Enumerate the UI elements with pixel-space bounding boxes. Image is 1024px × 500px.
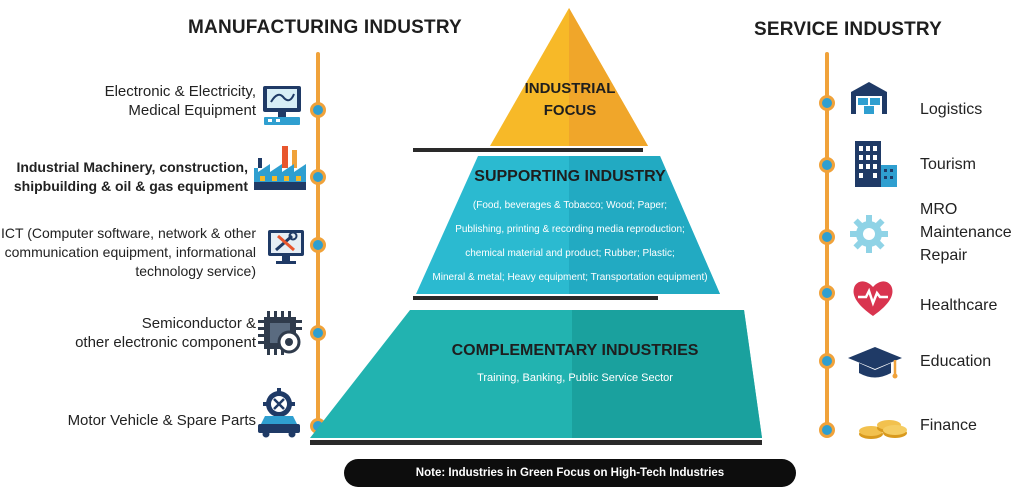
right-item-line: MRO <box>920 201 958 218</box>
complementary-industries-description: Training, Banking, Public Service Sector <box>477 372 673 384</box>
right-timeline-dot <box>819 353 835 369</box>
pyramid-top-tier-shade <box>569 8 648 146</box>
pyramid-top-line: FOCUS <box>543 102 597 119</box>
pyramid-bottom-shadow <box>310 440 762 445</box>
left-item-line: Industrial Machinery, construction, <box>16 159 248 175</box>
service-heading: SERVICE INDUSTRY <box>754 19 942 40</box>
left-item-semiconductor: Semiconductor & other electronic compone… <box>75 314 256 352</box>
left-item-line: Electronic & Electricity, <box>104 83 256 100</box>
left-item-line: technology service) <box>135 263 256 279</box>
supporting-desc-line: Mineral & metal; Heavy equipment; Transp… <box>432 272 708 283</box>
left-item-machinery: Industrial Machinery, construction, ship… <box>14 158 248 196</box>
pyramid-middle-tier-shade <box>569 156 720 294</box>
left-item-electronic: Electronic & Electricity, Medical Equipm… <box>105 82 256 120</box>
left-item-line: ICT (Computer software, network & other <box>1 225 256 241</box>
right-item-healthcare: Healthcare <box>920 297 998 314</box>
supporting-industry-title: SUPPORTING INDUSTRY <box>474 168 666 185</box>
pyramid-top-shadow <box>413 148 643 152</box>
left-item-line: communication equipment, informational <box>4 244 256 260</box>
heart-pulse-icon <box>852 278 894 323</box>
right-item-line: Maintenance <box>920 224 1012 241</box>
pyramid-top-line: INDUSTRIAL <box>524 80 616 97</box>
left-item-line: other electronic component <box>75 334 256 351</box>
graduation-cap-icon <box>846 345 904 388</box>
manufacturing-heading: MANUFACTURING INDUSTRY <box>188 17 462 38</box>
gear-icon <box>849 214 889 259</box>
left-item-line: shipbuilding & oil & gas equipment <box>13 178 248 194</box>
left-timeline-dot <box>310 102 326 118</box>
right-item-line: Repair <box>920 247 968 264</box>
building-icon <box>853 139 899 194</box>
medical-equipment-icon <box>260 84 306 133</box>
left-item-line: Motor Vehicle & Spare Parts <box>67 412 256 429</box>
right-timeline-dot <box>819 229 835 245</box>
factory-icon <box>252 144 308 197</box>
right-item-logistics: Logistics <box>920 101 983 118</box>
supporting-industry-description: (Food, beverages & Tobacco; Wood; Paper;… <box>420 194 720 290</box>
pyramid-top-label: INDUSTRIAL FOCUS <box>490 78 650 122</box>
left-item-motor-vehicle: Motor Vehicle & Spare Parts <box>68 411 256 430</box>
car-gear-icon <box>255 388 303 443</box>
left-item-line: Semiconductor & <box>141 315 256 332</box>
computer-tools-icon <box>266 228 306 271</box>
left-timeline-dot <box>310 169 326 185</box>
chip-icon <box>258 311 302 360</box>
right-item-tourism: Tourism <box>920 156 977 173</box>
pyramid-bottom-tier-shade <box>572 310 762 438</box>
complementary-industries-title: COMPLEMENTARY INDUSTRIES <box>451 342 699 359</box>
supporting-desc-line: (Food, beverages & Tobacco; Wood; Paper; <box>472 200 668 211</box>
left-item-line: Medical Equipment <box>128 102 256 119</box>
right-item-education: Education <box>920 353 992 370</box>
right-item-mro: MRO Maintenance Repair <box>920 198 1012 267</box>
warehouse-icon <box>849 80 889 121</box>
coins-icon <box>857 413 909 446</box>
right-timeline-dot <box>819 157 835 173</box>
right-timeline-dot <box>819 422 835 438</box>
left-timeline-dot <box>310 325 326 341</box>
left-item-ict: ICT (Computer software, network & other … <box>1 224 256 281</box>
pyramid-middle-shadow <box>413 296 658 300</box>
pyramid-diagram <box>310 8 762 445</box>
right-item-finance: Finance <box>920 417 977 434</box>
note-banner: Note: Industries in Green Focus on High-… <box>344 459 796 487</box>
left-timeline-dot <box>310 237 326 253</box>
supporting-desc-line: chemical material and product; Rubber; P… <box>465 248 675 259</box>
right-timeline-dot <box>819 285 835 301</box>
supporting-desc-line: Publishing, printing & recording media r… <box>455 224 685 235</box>
right-timeline-dot <box>819 95 835 111</box>
